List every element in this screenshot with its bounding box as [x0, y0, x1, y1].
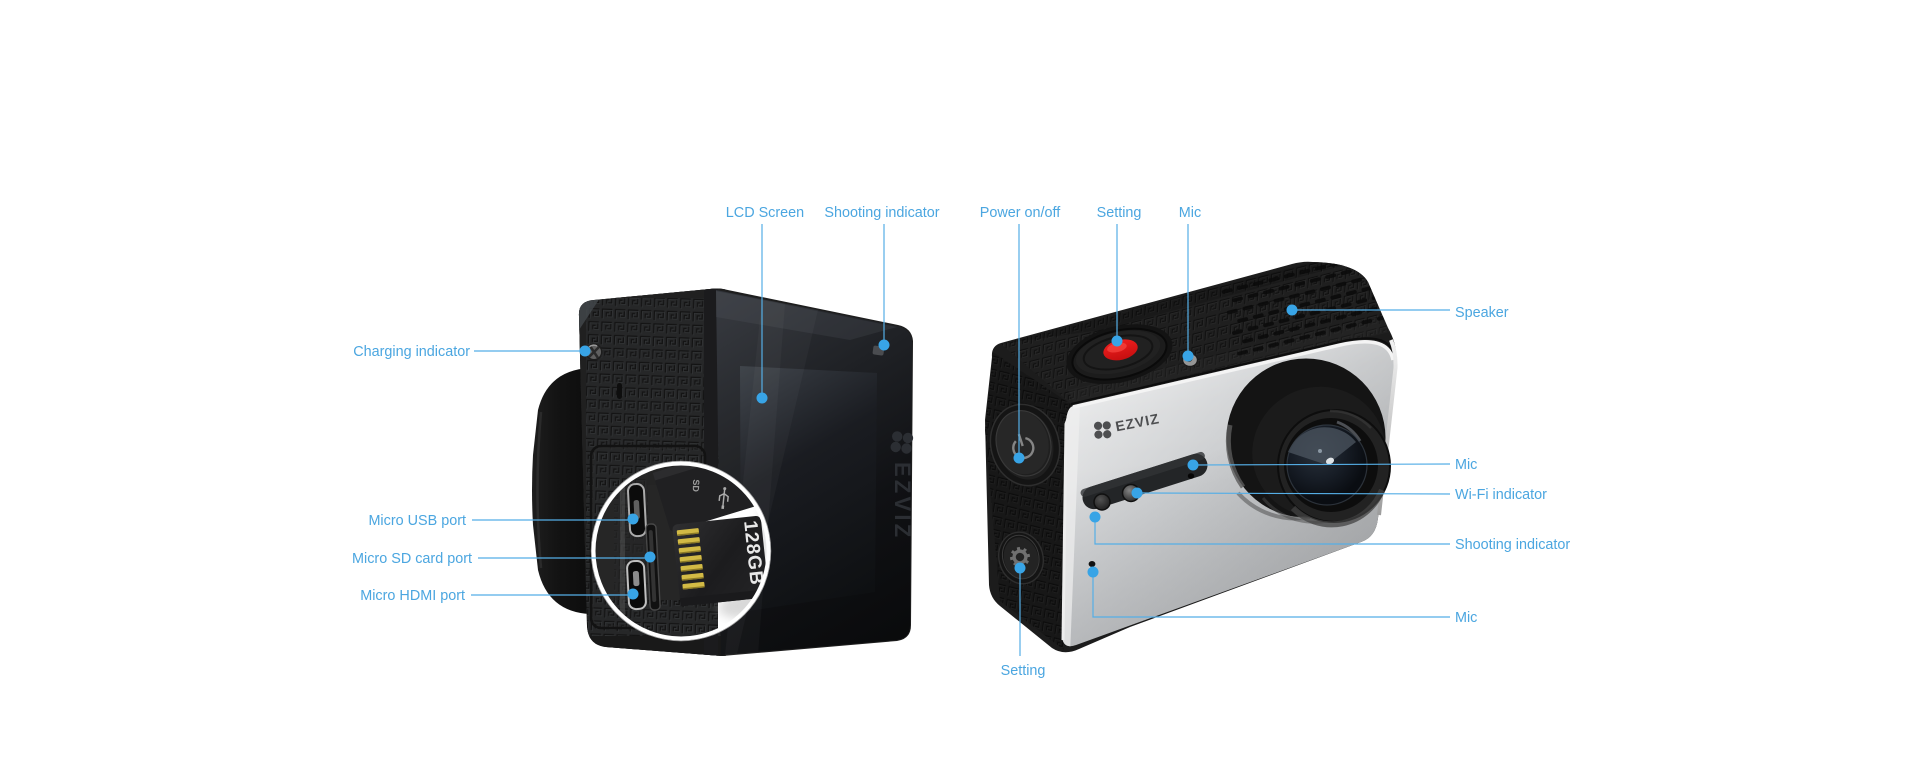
svg-text:Micro USB port: Micro USB port [368, 513, 466, 529]
svg-text:Speaker: Speaker [1455, 305, 1509, 321]
svg-text:Setting: Setting [1001, 663, 1046, 679]
svg-text:Charging indicator: Charging indicator [353, 344, 470, 360]
svg-text:Mic: Mic [1455, 610, 1477, 626]
svg-text:Micro SD card port: Micro SD card port [352, 551, 472, 567]
svg-text:Wi-Fi indicator: Wi-Fi indicator [1455, 487, 1547, 503]
svg-text:LCD Screen: LCD Screen [726, 205, 804, 221]
svg-text:Shooting indicator: Shooting indicator [824, 205, 939, 221]
svg-text:Power on/off: Power on/off [980, 205, 1062, 221]
svg-text:Micro HDMI port: Micro HDMI port [360, 588, 465, 604]
svg-text:Mic: Mic [1455, 457, 1477, 473]
svg-text:Shooting indicator: Shooting indicator [1455, 537, 1570, 553]
svg-text:EZVIZ: EZVIZ [890, 462, 915, 540]
svg-text:SD: SD [691, 479, 702, 493]
svg-text:Setting: Setting [1097, 205, 1142, 221]
svg-text:Mic: Mic [1179, 205, 1201, 221]
